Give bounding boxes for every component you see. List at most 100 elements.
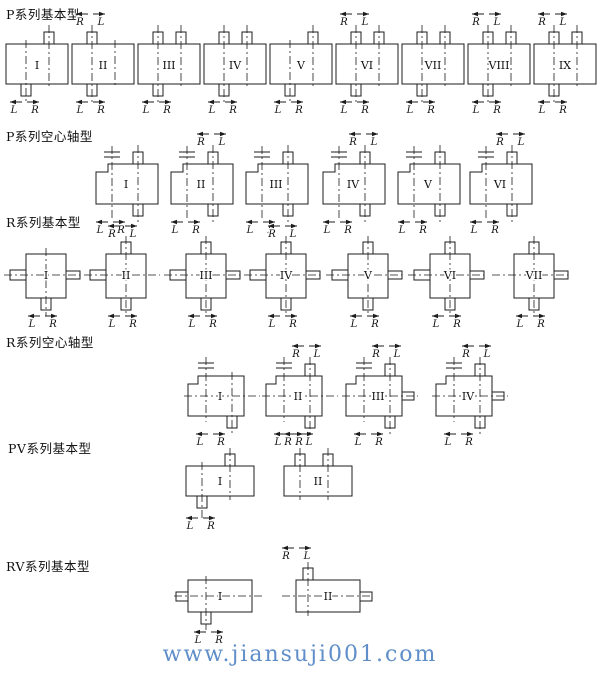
direction-arrow-icon [444,431,450,437]
direction-letter: L [444,437,452,448]
direction-letter: L [313,349,321,360]
direction-arrow-icon [194,219,200,225]
direction-arrow-icon [208,99,214,105]
direction-letter: L [76,105,84,116]
direction-arrow-icon [315,343,321,349]
row-label-r-hollow: R系列空心轴型 [6,335,94,350]
direction-letter: L [559,17,567,28]
direction-letter: R [374,437,383,448]
direction-arrow-icon [76,99,82,105]
direction-letter: R [558,105,567,116]
direction-letter: R [96,105,105,116]
direction-letter: L [483,349,491,360]
variant-numeral: I [218,590,222,603]
direction-letter: L [305,437,313,448]
direction-letter: R [208,319,217,330]
direction-letter: L [142,105,150,116]
direction-letter: L [28,319,36,330]
gearbox-body [185,465,255,497]
direction-arrow-icon [493,219,499,225]
direction-letter: R [461,349,470,360]
direction-letter: R [343,225,352,236]
direction-arrow-icon [472,11,478,17]
variant-numeral: V [423,178,433,191]
direction-arrow-icon [349,131,355,137]
direction-arrow-icon [372,343,378,349]
gearbox-body [322,163,386,205]
variant-numeral: V [296,59,306,72]
direction-arrow-icon [305,545,311,551]
direction-arrow-icon [96,219,102,225]
direction-arrow-icon [354,431,360,437]
watermark-text: www.jiansuji001.com [162,642,438,667]
direction-letter: R [426,105,435,116]
direction-arrow-icon [274,431,280,437]
direction-arrow-icon [51,313,57,319]
gearbox-body [335,43,399,85]
gearbox-body [533,43,597,85]
gearbox-body [203,43,267,85]
direction-letter: L [517,137,525,148]
direction-arrow-icon [274,99,280,105]
direction-arrow-icon [432,313,438,319]
direction-letter: R [418,225,427,236]
gearbox-body [71,43,135,85]
row-label-p-basic: P系列基本型 [6,7,80,22]
gearbox-body [469,163,533,205]
direction-arrow-icon [269,219,275,225]
direction-arrow-icon [188,313,194,319]
direction-letter: L [289,229,297,240]
variant-numeral: II [122,269,131,282]
direction-arrow-icon [398,219,404,225]
direction-letter: L [274,105,282,116]
direction-arrow-icon [350,313,356,319]
gearbox-body [467,43,531,85]
direction-letter: R [490,225,499,236]
direction-letter: R [107,229,116,240]
direction-letter: L [350,319,358,330]
variant-numeral: VI [443,269,456,282]
direction-arrow-icon [217,629,223,635]
direction-arrow-icon [372,131,378,137]
gearbox-body [397,163,461,205]
direction-letter: R [464,437,473,448]
direction-arrow-icon [292,343,298,349]
direction-letter: L [361,17,369,28]
variant-numeral: II [197,178,206,191]
direction-arrow-icon [76,11,82,17]
direction-arrow-icon [119,219,125,225]
direction-arrow-icon [186,515,192,521]
direction-arrow-icon [406,99,412,105]
direction-letter: R [75,17,84,28]
direction-arrow-icon [99,99,105,105]
direction-arrow-icon [538,11,544,17]
direction-letter: R [267,229,276,240]
direction-arrow-icon [108,223,114,229]
direction-letter: L [340,105,348,116]
direction-letter: R [48,319,57,330]
